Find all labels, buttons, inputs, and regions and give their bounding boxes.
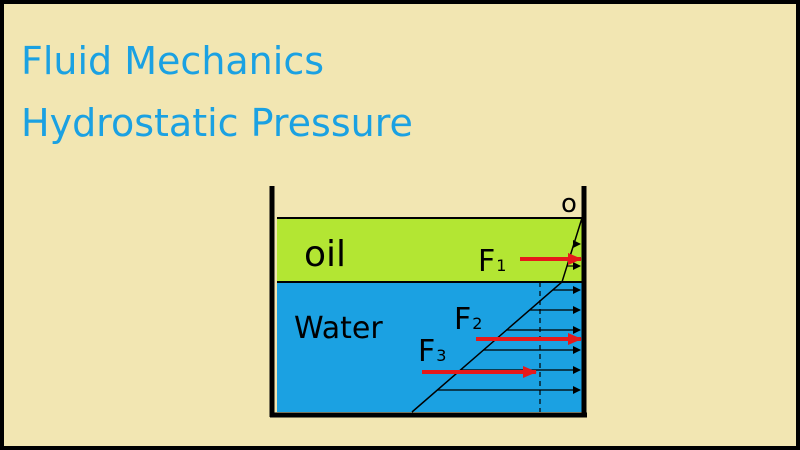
- force-label-f3: F3: [418, 334, 446, 369]
- water-label: Water: [294, 311, 383, 346]
- title-line-2: Hydrostatic Pressure: [21, 101, 413, 145]
- force-label-f1-base: F: [478, 244, 495, 279]
- title-line-1: Fluid Mechanics: [21, 39, 325, 83]
- force-label-f2: F2: [454, 302, 482, 337]
- force-label-f3-base: F: [418, 334, 435, 369]
- oil-label: oil: [304, 234, 346, 275]
- force-label-f1: F1: [478, 244, 506, 279]
- force-label-f3-subscript: 3: [436, 346, 446, 365]
- force-label-f2-subscript: 2: [472, 314, 482, 333]
- pressure-profile-line: [411, 217, 583, 413]
- force-label-f2-base: F: [454, 302, 471, 337]
- origin-label: o: [561, 189, 577, 219]
- oil-layer: [277, 218, 582, 282]
- force-label-f1-subscript: 1: [496, 256, 506, 275]
